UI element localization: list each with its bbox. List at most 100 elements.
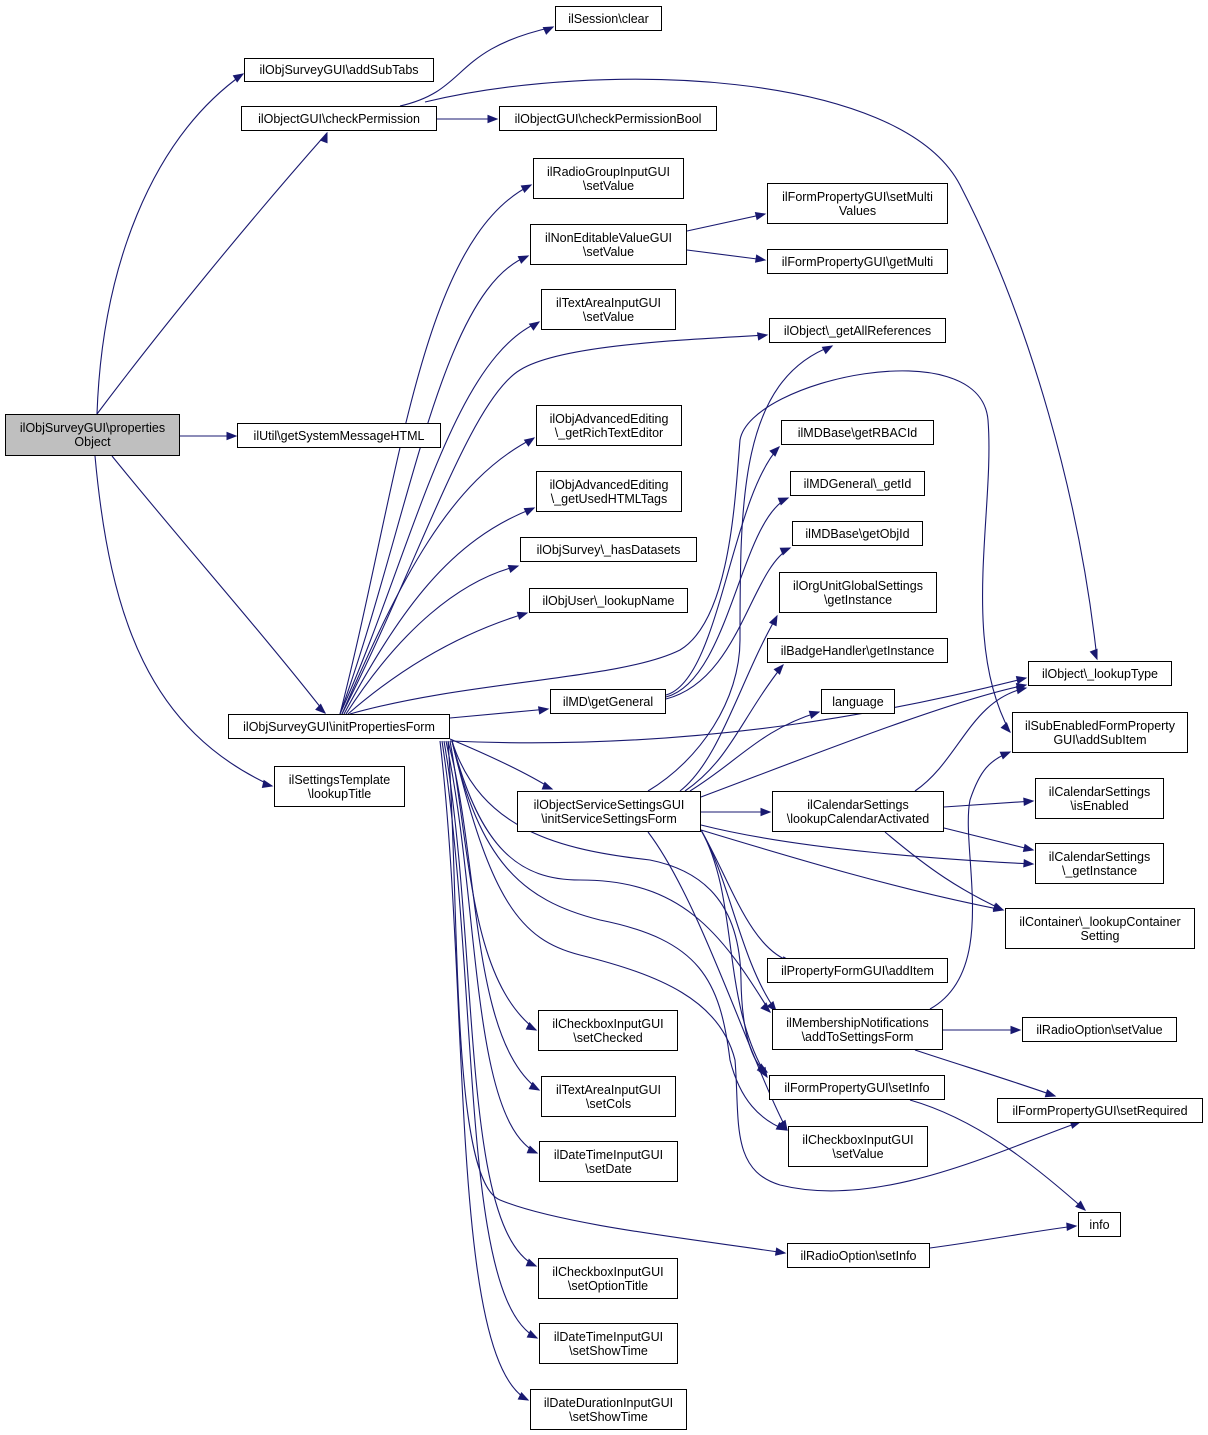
node-radioOptionSetValue[interactable]: ilRadioOption\setValue [1022, 1017, 1177, 1042]
node-addSubTabs[interactable]: ilObjSurveyGUI\addSubTabs [244, 58, 434, 82]
node-dateTimeSetDate[interactable]: ilDateTimeInputGUI\setDate [539, 1141, 678, 1182]
node-checkboxSetValue[interactable]: ilCheckboxInputGUI\setValue [788, 1126, 928, 1167]
node-checkPermission[interactable]: ilObjectGUI\checkPermission [241, 106, 437, 131]
node-initPropertiesForm[interactable]: ilObjSurveyGUI\initPropertiesForm [228, 714, 450, 739]
node-checkboxSetOptionTitle[interactable]: ilCheckboxInputGUI\setOptionTitle [538, 1258, 678, 1299]
node-setRequired[interactable]: ilFormPropertyGUI\setRequired [997, 1098, 1203, 1123]
node-hasDatasets[interactable]: ilObjSurvey\_hasDatasets [520, 537, 697, 562]
edge-line [449, 740, 537, 1031]
edge-arrowhead [525, 1258, 538, 1267]
node-label-line: language [832, 694, 884, 709]
node-orgUnitGetInstance[interactable]: ilOrgUnitGlobalSettings\getInstance [779, 572, 937, 613]
edge-arrowhead [1000, 722, 1011, 734]
edge-arrowhead [773, 663, 784, 675]
edge-arrowhead [315, 703, 327, 714]
node-addItem[interactable]: ilPropertyFormGUI\addItem [767, 958, 948, 983]
edge-line [96, 132, 328, 415]
edge-checkPermission-checkPermissionBool [437, 114, 499, 124]
node-label-line: ilTextAreaInputGUI [556, 295, 661, 310]
edge-arrowhead [758, 1066, 768, 1079]
node-textAreaSetValue[interactable]: ilTextAreaInputGUI\setValue [541, 289, 676, 330]
edge-line [339, 184, 532, 715]
node-label-line: ilObjSurveyGUI\addSubTabs [259, 63, 419, 77]
node-label-line: ilSession\clear [568, 11, 649, 26]
node-label-line: \_getUsedHTMLTags [550, 491, 668, 506]
node-label-line: ilMD\getGeneral [562, 694, 654, 709]
node-mdGeneralGetId[interactable]: ilMDGeneral\_getId [790, 471, 925, 496]
node-badgeGetInstance[interactable]: ilBadgeHandler\getInstance [767, 638, 948, 663]
node-getSystemMessageHTML[interactable]: ilUtil\getSystemMessageHTML [237, 423, 441, 448]
edge-line [451, 740, 787, 1131]
node-language[interactable]: language [821, 689, 895, 714]
edge-arrowhead [507, 564, 520, 574]
edge-ipf-checkboxSetOptionTitle [443, 740, 538, 1267]
edge-lca-lookupContainerSetting [884, 831, 1005, 911]
node-label-line: \addToSettingsForm [801, 1029, 914, 1044]
node-label-line: ilRadioGroupInputGUI [547, 164, 670, 179]
node-label-line: \initServiceSettingsForm [541, 811, 677, 826]
node-calIsEnabled[interactable]: ilCalendarSettings\isEnabled [1035, 778, 1164, 819]
node-dateDurationSetShowTime[interactable]: ilDateDurationInputGUI\setShowTime [530, 1389, 687, 1430]
node-calGetInstance[interactable]: ilCalendarSettings\_getInstance [1035, 843, 1164, 884]
node-checkPermissionBool[interactable]: ilObjectGUI\checkPermissionBool [499, 106, 717, 131]
node-label-line: ilMDGeneral\_getId [803, 476, 912, 491]
node-dateTimeSetShowTime[interactable]: ilDateTimeInputGUI\setShowTime [539, 1323, 678, 1364]
node-lookupName[interactable]: ilObjUser\_lookupName [529, 588, 688, 613]
edge-lca-calIsEnabled [943, 797, 1035, 808]
node-sessionClear[interactable]: ilSession\clear [555, 6, 662, 31]
node-getAllReferences[interactable]: ilObject\_getAllReferences [769, 318, 946, 343]
node-getRichTextEditor[interactable]: ilObjAdvancedEditing\_getRichTextEditor [536, 405, 682, 446]
edge-arrowhead [1089, 648, 1098, 661]
edge-root-initPropertiesForm [111, 455, 327, 714]
node-label-line: \setShowTime [569, 1343, 648, 1358]
edge-arrowhead [526, 1145, 539, 1154]
node-label-line: ilObjAdvancedEditing [549, 411, 669, 426]
node-lookupTitle[interactable]: ilSettingsTemplate\lookupTitle [274, 766, 405, 807]
node-getObjId[interactable]: ilMDBase\getObjId [792, 521, 923, 546]
node-textAreaSetCols[interactable]: ilTextAreaInputGUI\setCols [541, 1076, 676, 1117]
node-label-line: ilObjectGUI\checkPermissionBool [514, 111, 702, 126]
node-radioOptionSetInfo[interactable]: ilRadioOption\setInfo [787, 1243, 930, 1268]
node-addToSettingsForm[interactable]: ilMembershipNotifications\addToSettingsF… [772, 1009, 943, 1050]
edge-iss-lookupCalendarActivated [701, 807, 772, 817]
node-radioGroupSetValue[interactable]: ilRadioGroupInputGUI\setValue [533, 158, 684, 199]
edge-line [679, 615, 778, 792]
edge-arrowhead [777, 497, 790, 506]
node-label-line: ilRadioOption\setInfo [800, 1248, 917, 1263]
node-initServiceSettingsForm[interactable]: ilObjectServiceSettingsGUI\initServiceSe… [517, 791, 701, 832]
node-getUsedHTMLTags[interactable]: ilObjAdvancedEditing\_getUsedHTMLTags [536, 471, 682, 512]
node-setInfo[interactable]: ilFormPropertyGUI\setInfo [769, 1075, 945, 1100]
edge-arrowhead [756, 332, 769, 341]
edge-ipf-addSubItem [349, 370, 1011, 734]
edge-arrowhead [821, 345, 834, 355]
node-label-line: ilBadgeHandler\getInstance [780, 643, 935, 658]
edge-line [449, 738, 553, 790]
edge-arrowhead [1023, 797, 1035, 806]
edge-arrowhead [1010, 1025, 1022, 1035]
edge-line [449, 708, 549, 719]
edge-arrowhead [523, 437, 536, 447]
node-checkboxSetChecked[interactable]: ilCheckboxInputGUI\setChecked [538, 1010, 678, 1051]
edge-ipf-textAreaSetCols [447, 740, 541, 1091]
node-label-line: ilObjAdvancedEditing [549, 477, 669, 492]
edge-arrowhead [769, 446, 780, 457]
node-getRBACId[interactable]: ilMDBase\getRBACId [781, 420, 934, 445]
node-label-line: ilDateTimeInputGUI [553, 1329, 664, 1344]
node-lookupType[interactable]: ilObject\_lookupType [1028, 661, 1172, 686]
edge-line [914, 687, 1027, 792]
edge-line [909, 1099, 1086, 1211]
node-label-line: \setChecked [573, 1030, 643, 1045]
edge-line [399, 26, 554, 107]
node-nonEditableSetValue[interactable]: ilNonEditableValueGUI\setValue [530, 224, 687, 265]
edge-arrowhead [226, 431, 238, 441]
node-mdGetGeneral[interactable]: ilMD\getGeneral [550, 689, 666, 714]
node-getMulti[interactable]: ilFormPropertyGUI\getMulti [767, 249, 948, 274]
edge-line [665, 497, 789, 698]
node-info[interactable]: info [1078, 1212, 1121, 1237]
edge-iss-badgeGetInstance [684, 663, 784, 792]
node-lookupCalendarActivated[interactable]: ilCalendarSettings\lookupCalendarActivat… [772, 791, 944, 832]
